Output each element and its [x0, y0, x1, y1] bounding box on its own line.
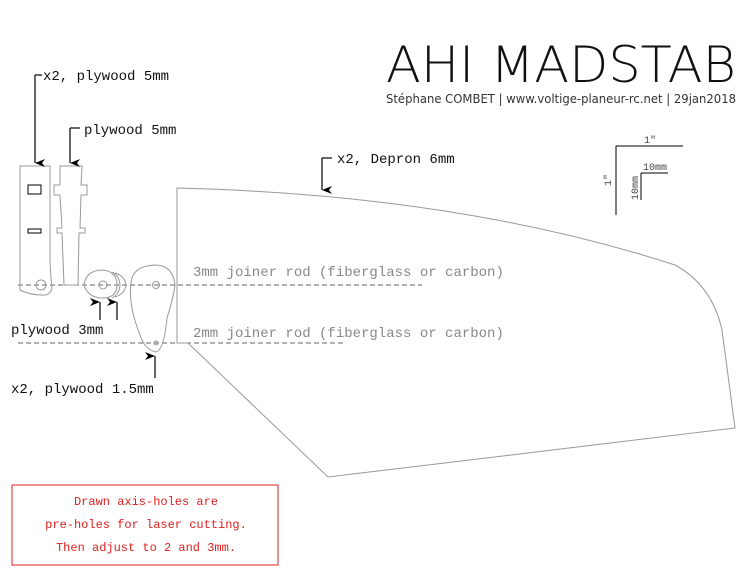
label-depron: x2, Depron 6mm	[337, 152, 455, 168]
label-rod2: 2mm joiner rod (fiberglass or carbon)	[193, 326, 504, 342]
part-plywood-1.5mm	[129, 264, 176, 353]
stab-outline-depron	[176, 187, 736, 478]
scale-mm-v: 10mm	[631, 176, 642, 200]
scale-inch-v: 1"	[603, 174, 615, 186]
scale-reference: 1" 1" 10mm 10mm	[603, 135, 683, 215]
part-plywood-3mm	[83, 269, 127, 299]
subtitle: Stéphane COMBET | www.voltige-planeur-rc…	[386, 92, 736, 106]
label-ply5-x2: x2, plywood 5mm	[43, 69, 169, 85]
note-line: pre-holes for laser cutting.	[45, 518, 247, 532]
scale-mm-h: 10mm	[643, 163, 667, 174]
note-line: Then adjust to 2 and 3mm.	[56, 541, 236, 555]
label-rod3: 3mm joiner rod (fiberglass or carbon)	[193, 265, 504, 281]
note-line: Drawn axis-holes are	[74, 495, 218, 509]
title: AHI MADSTAB	[386, 36, 736, 94]
note-box: Drawn axis-holes are pre-holes for laser…	[11, 484, 279, 566]
label-ply3: plywood 3mm	[11, 323, 103, 339]
part-plywood-5mm-x2	[19, 165, 53, 296]
label-ply15: x2, plywood 1.5mm	[11, 382, 154, 398]
scale-inch-h: 1"	[644, 135, 656, 147]
label-ply5: plywood 5mm	[84, 123, 176, 139]
part-plywood-5mm	[53, 165, 88, 286]
